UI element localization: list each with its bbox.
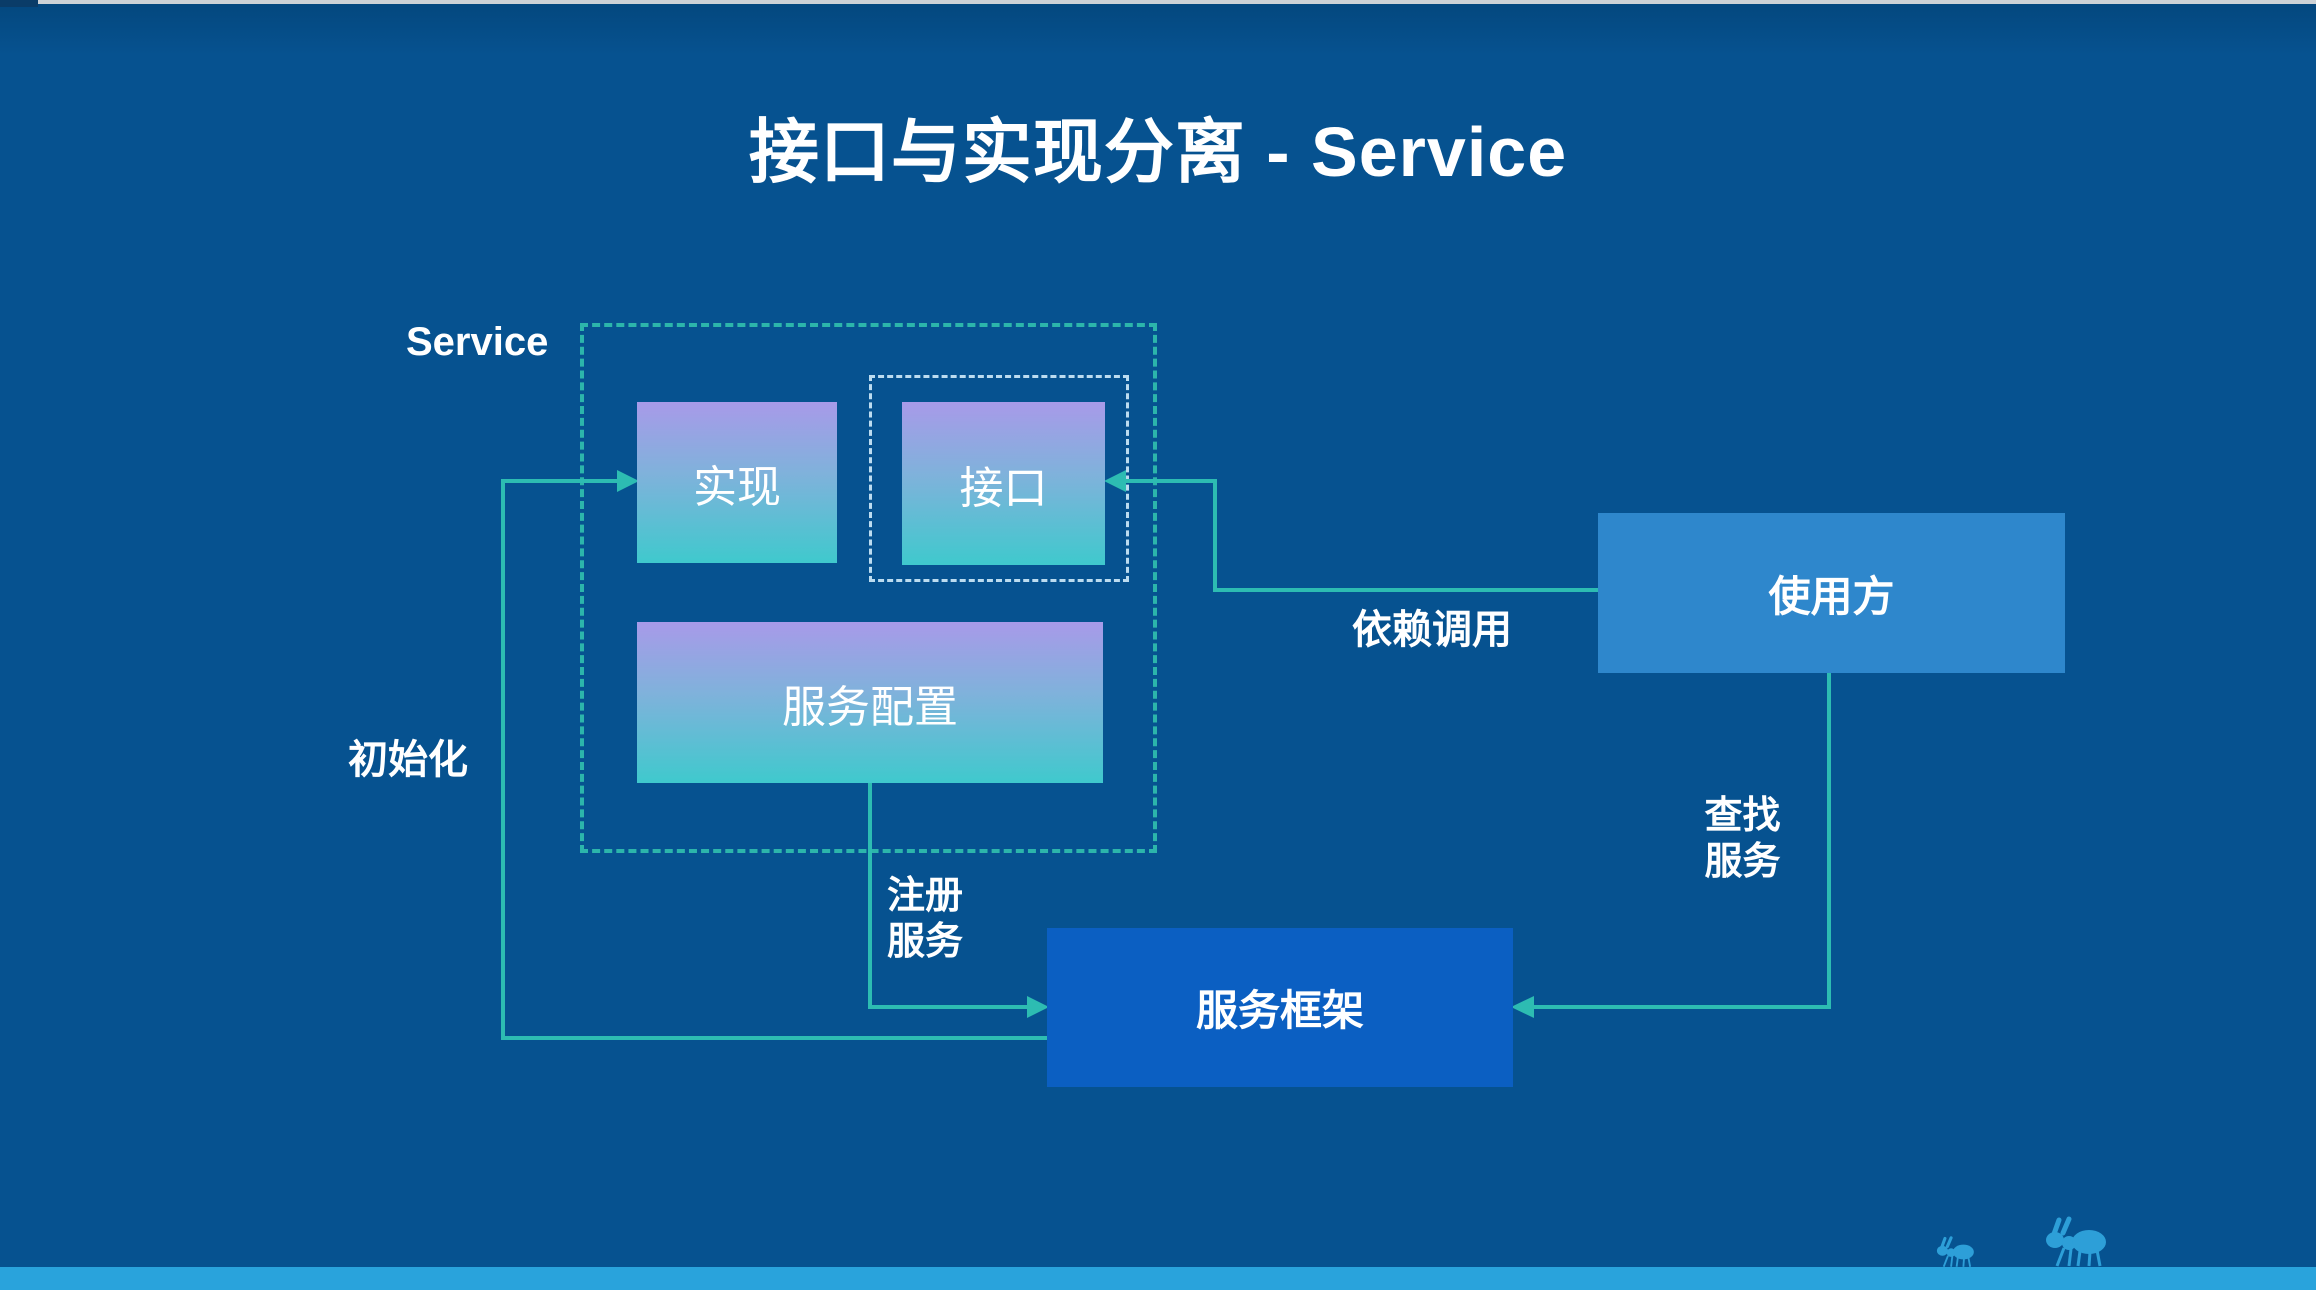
arrow-initialize (501, 470, 1049, 1040)
edge-label-lookup-service: 查找 服务 (1690, 794, 1795, 885)
node-interface-label: 接口 (959, 463, 1048, 513)
ant-icon (2046, 1216, 2106, 1267)
edge-label-initialize: 初始化 (348, 738, 468, 782)
ant-icon (1936, 1236, 1974, 1268)
arrowhead-right-icon (617, 470, 639, 492)
node-interface: 接口 (902, 402, 1105, 565)
node-implementation: 实现 (637, 402, 837, 563)
arrow-register-service (868, 781, 1049, 1018)
top-edge-notch (0, 0, 38, 7)
bottom-accent-strip (0, 1267, 2316, 1290)
node-service-framework: 服务框架 (1047, 928, 1513, 1087)
node-consumer-label: 使用方 (1768, 572, 1895, 620)
edge-label-register-line1: 注册 (886, 875, 963, 917)
node-implementation-label: 实现 (693, 462, 781, 512)
arrow-lookup-service (1511, 671, 1831, 1018)
slide-title: 接口与实现分离 - Service (748, 113, 1568, 191)
service-group-label: Service (406, 320, 549, 364)
edge-label-lookup-line1: 查找 (1704, 795, 1781, 837)
interface-sub-boundary (869, 375, 1129, 582)
edge-label-lookup-line2: 服务 (1704, 840, 1781, 883)
node-service-framework-label: 服务框架 (1195, 987, 1364, 1034)
node-service-config-label: 服务配置 (782, 682, 958, 732)
arrow-dependency-call (1104, 470, 1600, 592)
edge-label-dependency-call: 依赖调用 (1352, 608, 1512, 652)
top-edge-line (0, 0, 2316, 4)
arrowhead-left-icon (1511, 996, 1534, 1018)
edge-label-register-service: 注册 服务 (870, 874, 980, 965)
arrowhead-left-icon (1104, 470, 1126, 492)
arrowhead-right-icon (1027, 996, 1049, 1018)
node-consumer: 使用方 (1598, 513, 2065, 673)
edge-label-register-line2: 服务 (886, 920, 963, 963)
node-service-config: 服务配置 (637, 622, 1103, 783)
